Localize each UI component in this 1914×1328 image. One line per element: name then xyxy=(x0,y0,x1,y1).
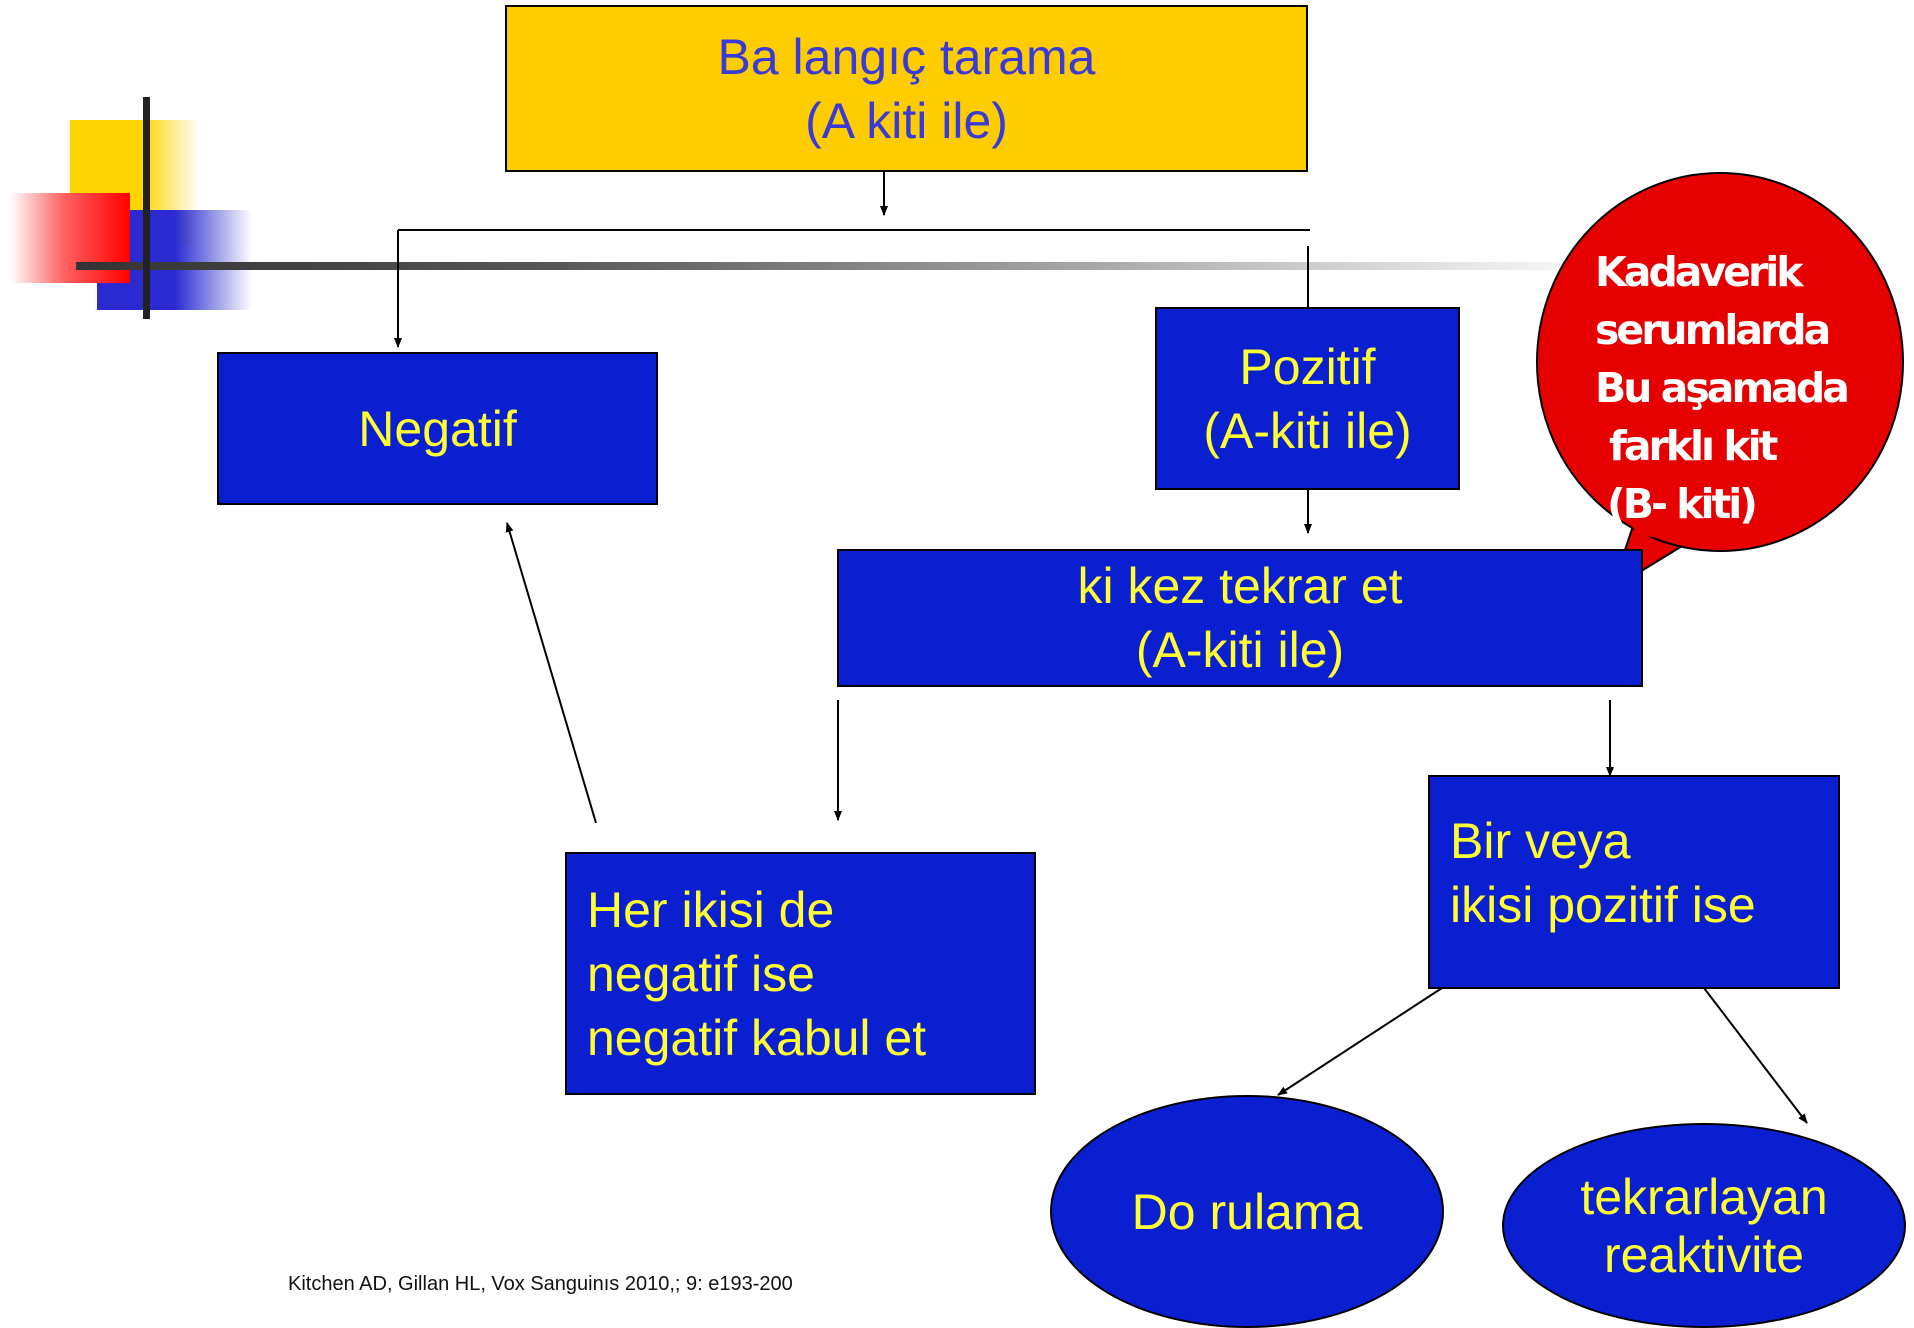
callout-bubble xyxy=(1536,172,1904,592)
repeat-box-line1: ki kez tekrar et xyxy=(1077,558,1403,614)
callout-line: Kadaverik xyxy=(1595,248,1804,296)
start-screening-box: Ba langıç tarama (A kiti ile) xyxy=(505,5,1308,172)
repeat-twice-box: ki kez tekrar et (A-kiti ile) xyxy=(837,549,1643,687)
confirmation-label: Do rulama xyxy=(1131,1183,1363,1240)
positive-result-line2: ikisi pozitif ise xyxy=(1450,877,1756,933)
negative-box-label: Negatif xyxy=(358,400,517,457)
citation: Kitchen AD, Gillan HL, Vox Sanguinıs 201… xyxy=(288,1273,793,1295)
reactivity-line2: reaktivite xyxy=(1603,1226,1805,1283)
callout-text: Kadaverik serumlarda Bu aşamada farklı k… xyxy=(1595,243,1885,533)
positive-box-line2: (A-kiti ile) xyxy=(1203,402,1412,459)
callout-line: (B- kiti) xyxy=(1607,480,1758,528)
positive-result-line1: Bir veya xyxy=(1450,813,1631,869)
callout-line: Bu aşamada xyxy=(1595,364,1850,412)
both-negative-line1: Her ikisi de xyxy=(587,881,835,938)
repeat-reactivity-ellipse: tekrarlayan reaktivite xyxy=(1502,1123,1906,1328)
one-or-both-positive-box: Bir veya ikisi pozitif ise xyxy=(1428,775,1840,989)
connector-to-confirm xyxy=(1277,987,1443,1096)
decor-horizontal-rule xyxy=(76,262,1616,270)
repeat-box-line2: (A-kiti ile) xyxy=(1135,622,1345,678)
callout-line: serumlarda xyxy=(1595,306,1831,354)
positive-box: Pozitif (A-kiti ile) xyxy=(1155,307,1460,490)
connector-back-to-negative xyxy=(505,522,597,824)
callout-line: farklı kit xyxy=(1609,422,1778,470)
decor-vertical-rule xyxy=(143,97,150,319)
negative-box: Negatif xyxy=(217,352,658,505)
both-negative-line3: negatif kabul et xyxy=(587,1009,927,1066)
both-negative-line2: negatif ise xyxy=(587,945,815,1002)
confirmation-ellipse: Do rulama xyxy=(1050,1095,1444,1328)
start-box-line1: Ba langıç tarama xyxy=(717,28,1096,85)
reactivity-line1: tekrarlayan xyxy=(1580,1168,1828,1225)
start-box-line2: (A kiti ile) xyxy=(805,92,1008,149)
connector-to-reactivity xyxy=(1703,987,1808,1124)
both-negative-box: Her ikisi de negatif ise negatif kabul e… xyxy=(565,852,1036,1095)
positive-box-line1: Pozitif xyxy=(1239,338,1376,395)
